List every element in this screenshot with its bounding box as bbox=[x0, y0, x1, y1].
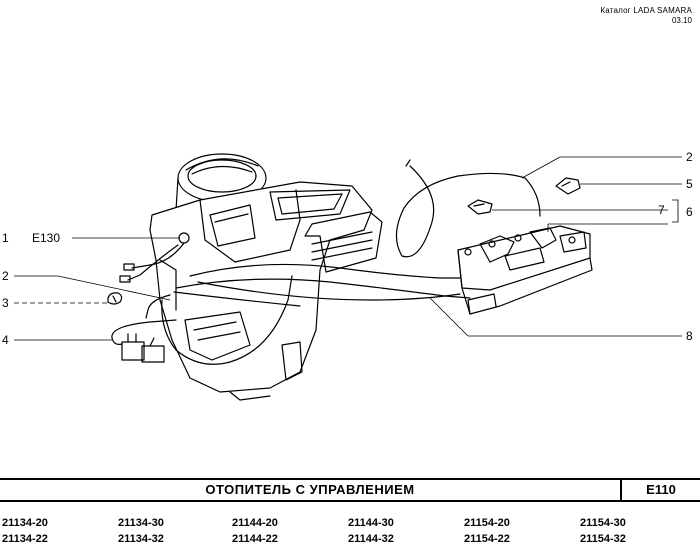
control-cable-loop bbox=[395, 159, 541, 258]
leader-lines bbox=[14, 156, 682, 341]
model-code: 21144-32 bbox=[348, 533, 394, 545]
cable-clamp bbox=[107, 292, 123, 305]
callout-6: 6 bbox=[686, 205, 693, 219]
catalog-name: Каталог LADA SAMARA bbox=[600, 6, 692, 15]
section-code: E110 bbox=[646, 482, 676, 497]
heater-valve bbox=[121, 333, 165, 363]
model-code: 21134-32 bbox=[118, 533, 164, 545]
control-cables bbox=[173, 263, 471, 307]
cable-clip-5 bbox=[555, 177, 581, 195]
catalog-date: 03.10 bbox=[671, 16, 692, 25]
page-title: ОТОПИТЕЛЬ С УПРАВЛЕНИЕМ bbox=[0, 480, 622, 500]
heater-body bbox=[149, 181, 383, 401]
control-cable-left bbox=[111, 275, 293, 365]
model-code: 21144-20 bbox=[232, 517, 278, 529]
model-code: 21154-22 bbox=[464, 533, 510, 545]
model-code: 21134-22 bbox=[2, 533, 48, 545]
callout-2-right: 2 bbox=[686, 150, 693, 164]
callout-5: 5 bbox=[686, 177, 693, 191]
model-code: 21154-32 bbox=[580, 533, 626, 545]
model-code: 21154-20 bbox=[464, 517, 510, 529]
model-code: 21144-30 bbox=[348, 517, 394, 529]
page-header: Каталог LADA SAMARA 03.10 bbox=[600, 6, 692, 26]
callout-2-left: 2 bbox=[2, 269, 9, 283]
model-code: 21134-20 bbox=[2, 517, 48, 529]
callout-1-number: 1 bbox=[2, 231, 9, 245]
model-code: 21154-30 bbox=[580, 517, 626, 529]
model-code: 21144-22 bbox=[232, 533, 278, 545]
callout-4: 4 bbox=[2, 333, 9, 347]
callout-8: 8 bbox=[686, 329, 693, 343]
callout-7: 7 bbox=[658, 203, 665, 217]
callout-3: 3 bbox=[2, 296, 9, 310]
callout-1-connector-label: E130 bbox=[32, 231, 61, 245]
callout-1: 1 bbox=[2, 231, 9, 245]
control-unit bbox=[457, 225, 593, 315]
cable-clip-7 bbox=[467, 199, 493, 215]
heater-assembly-drawing bbox=[14, 153, 682, 401]
model-code: 21134-30 bbox=[118, 517, 164, 529]
wiring-harness bbox=[119, 232, 190, 283]
title-bar: ОТОПИТЕЛЬ С УПРАВЛЕНИЕМ E110 bbox=[0, 478, 700, 502]
